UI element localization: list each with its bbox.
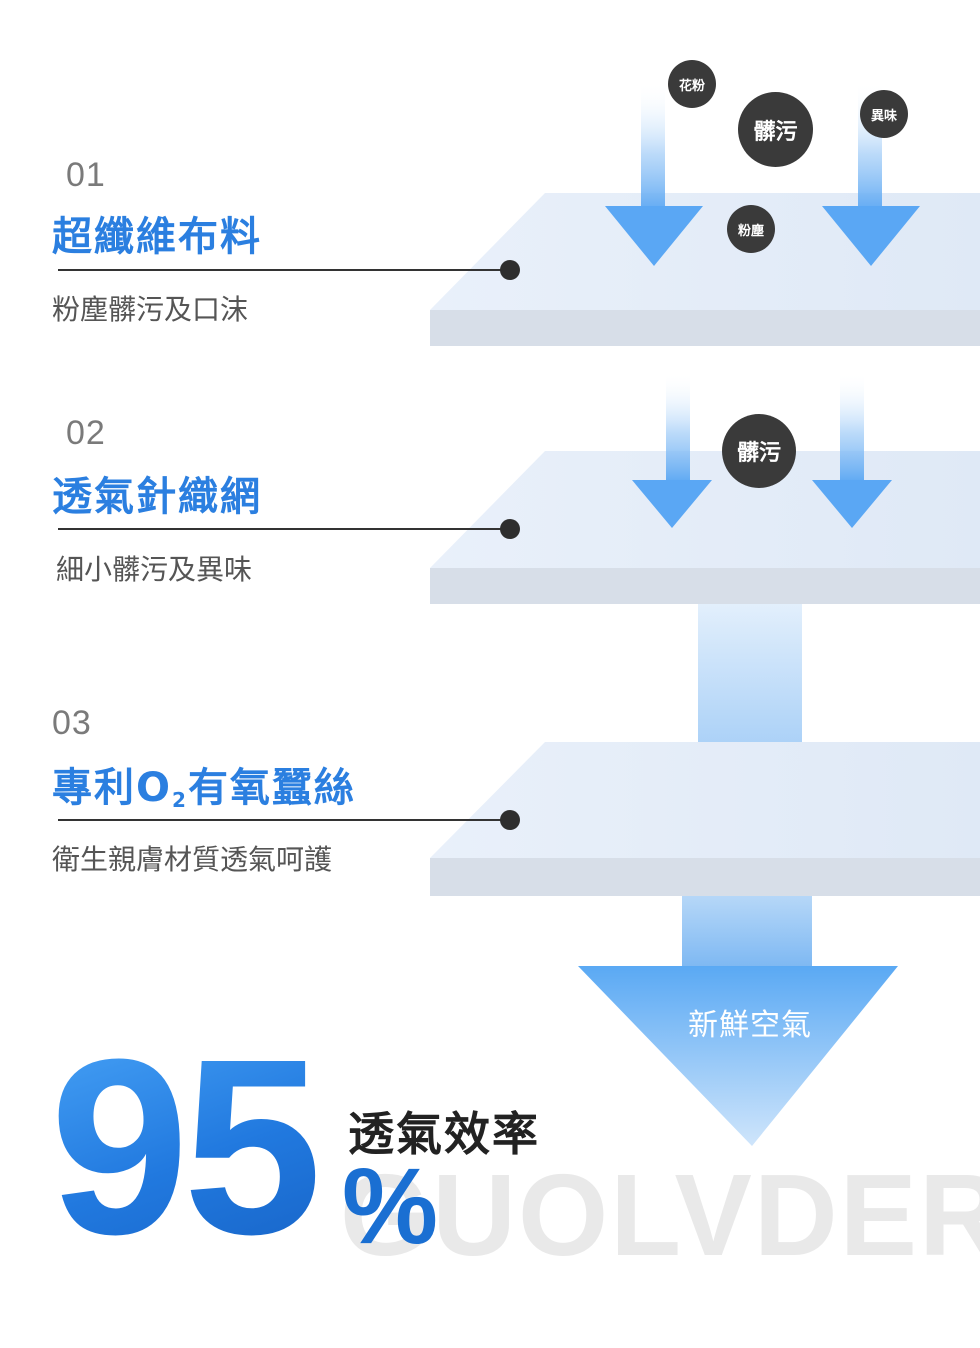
down-arrow-icon <box>605 82 703 266</box>
layer-3-leader-dot <box>500 810 520 830</box>
particle-pollen: 花粉 <box>668 60 716 108</box>
particle-dirt-layer-2: 髒污 <box>722 414 796 488</box>
layer-1-number: 01 <box>66 156 106 194</box>
filter-layer-3 <box>430 742 980 896</box>
down-arrow-icon <box>812 372 892 528</box>
layer-2-leader-line <box>58 528 510 530</box>
fresh-air-label: 新鮮空氣 <box>688 1008 812 1043</box>
particle-dust: 粉塵 <box>727 205 775 253</box>
layer-3-title-part-1: 專利O <box>52 765 173 811</box>
layer-1-title: 超纖維布料 <box>52 214 262 260</box>
layer-2-number: 02 <box>66 414 106 452</box>
particle-odor: 異味 <box>860 90 908 138</box>
layer-2-description: 細小髒污及異味 <box>56 553 253 586</box>
brand-watermark: GUOLVDER <box>340 1150 980 1280</box>
airflow-column-lower <box>682 892 812 972</box>
layer-1-leader-dot <box>500 260 520 280</box>
efficiency-value: 95 <box>50 1007 322 1286</box>
layer-3-title: 專利O2有氧蠶絲 <box>52 755 356 813</box>
layer-3-leader-line <box>58 819 510 821</box>
layer-3-title-subscript: 2 <box>172 788 188 812</box>
layer-2-title: 透氣針織網 <box>52 474 262 520</box>
particle-dirt: 髒污 <box>738 92 813 167</box>
fresh-air-arrow-icon <box>578 966 898 1146</box>
efficiency-percent-sign: % <box>342 1145 439 1266</box>
layer-3-number: 03 <box>52 704 92 742</box>
layer-2-leader-dot <box>500 519 520 539</box>
efficiency-label: 透氣效率 <box>348 1107 540 1161</box>
down-arrow-icon <box>632 372 712 528</box>
layer-1-description: 粉塵髒污及口沫 <box>52 293 249 326</box>
layer-3-title-part-2: 有氧蠶絲 <box>187 765 356 811</box>
airflow-column-upper <box>698 600 802 750</box>
layer-3-description: 衛生親膚材質透氣呵護 <box>52 843 333 876</box>
layer-1-leader-line <box>58 269 510 271</box>
